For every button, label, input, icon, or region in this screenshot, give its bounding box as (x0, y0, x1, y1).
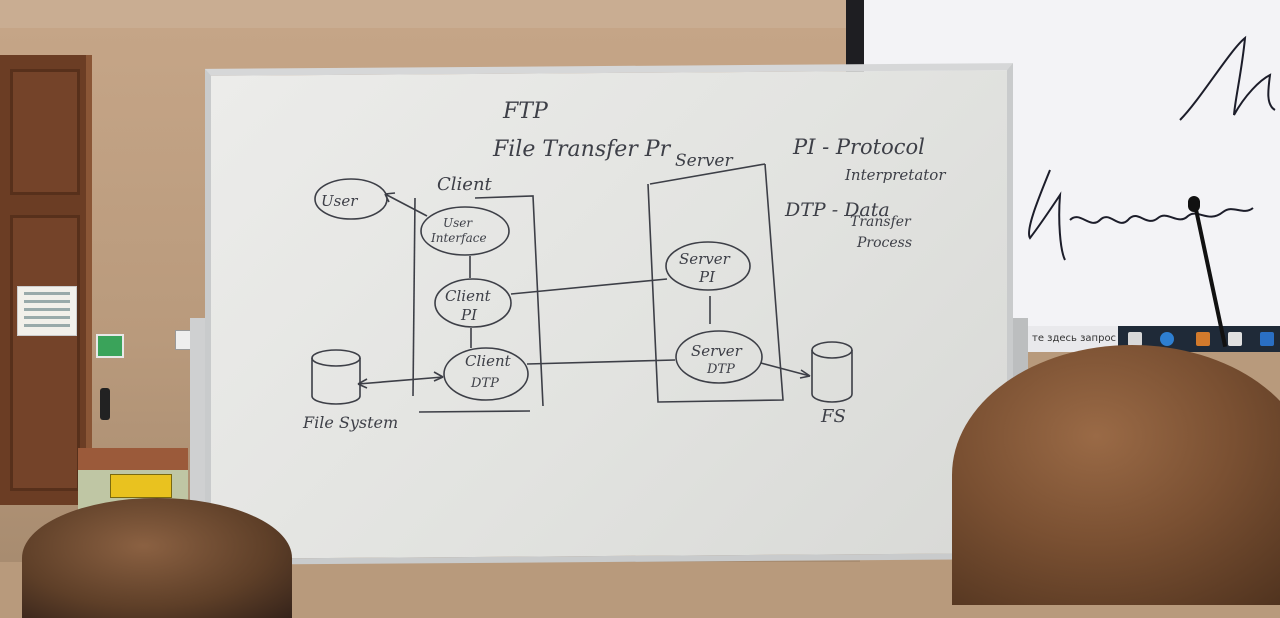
user-interface-label-2: Interface (430, 231, 487, 245)
mail-icon[interactable] (1260, 332, 1274, 346)
file-system-label: File System (302, 413, 398, 432)
store-icon[interactable] (1228, 332, 1242, 346)
fs-cylinder (811, 350, 853, 403)
title-full: File Transfer Pr (492, 137, 672, 162)
client-frame-bottom (418, 410, 531, 413)
client-dtp-node (443, 347, 529, 401)
fs-label: FS (820, 406, 846, 427)
server-pi-label-2: PI (698, 268, 716, 286)
server-dtp-node (675, 330, 763, 384)
app-icon[interactable] (1196, 332, 1210, 346)
dtp-definition: DTP - Data (784, 199, 890, 221)
green-switch (96, 334, 124, 358)
pi-definition-2: Interpretator (844, 166, 946, 184)
server-frame-top (649, 163, 766, 185)
user-label: User (321, 192, 358, 210)
server-dtp-label-2: DTP (706, 362, 735, 377)
audience-head (952, 345, 1280, 605)
client-dtp-label-1: Client (465, 352, 512, 370)
file-system-cylinder (311, 358, 361, 405)
dtp-connection (526, 359, 676, 365)
client-frame-left (412, 197, 416, 397)
user-ui-arrow (384, 193, 428, 217)
ceiling-strip (0, 0, 860, 28)
title-ftp: FTP (502, 99, 549, 124)
server-dtp-fs-arrow (760, 362, 811, 377)
client-pi-label-2: PI (460, 306, 478, 324)
dtp-definition-3: Process (856, 235, 912, 251)
slide-handwriting (1028, 35, 1276, 261)
client-pi-label-1: Client (445, 287, 492, 305)
pi-definition: PI - Protocol (792, 135, 925, 159)
client-frame-right (474, 195, 544, 407)
task-view-icon[interactable] (1128, 332, 1142, 346)
user-interface-label-1: User (443, 216, 473, 230)
door-panel (10, 69, 80, 195)
client-dtp-label-2: DTP (470, 376, 499, 391)
audience-head (22, 498, 292, 618)
user-interface-node (420, 206, 510, 256)
microphone-icon (1188, 196, 1200, 212)
door (0, 55, 92, 505)
exit-sign (110, 474, 172, 498)
pi-connection (510, 278, 668, 295)
server-pi-label-1: Server (679, 250, 731, 268)
client-pi-node (434, 278, 512, 328)
client-label: Client (437, 174, 493, 195)
server-pi-node (665, 241, 751, 291)
door-notice (17, 286, 77, 336)
server-label: Server (675, 151, 733, 171)
dtp-definition-2: Transfer (850, 214, 912, 230)
door-panel (10, 215, 80, 491)
wall-device (100, 388, 110, 420)
fs-client-dtp-arrow (357, 376, 444, 385)
edge-icon[interactable] (1160, 332, 1174, 346)
skirting (78, 448, 188, 472)
whiteboard-drawing: FTP File Transfer Pr PI - Protocol Inter… (302, 99, 946, 432)
server-frame (647, 163, 784, 403)
server-dtp-label-1: Server (691, 342, 743, 360)
